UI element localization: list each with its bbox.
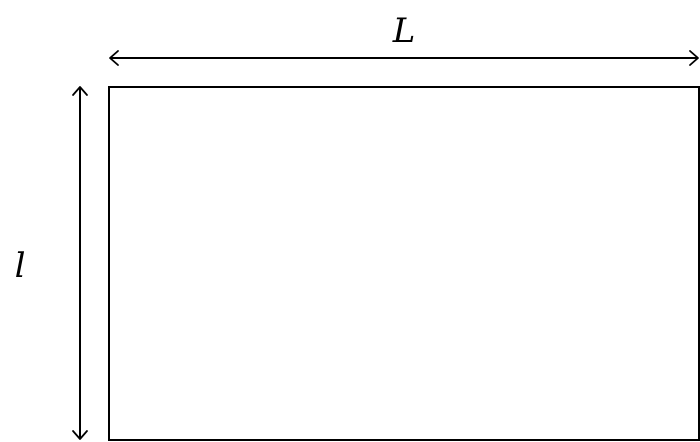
width-arrow-right-head bbox=[689, 50, 699, 66]
height-arrow-top-head bbox=[72, 86, 88, 96]
width-dimension-arrow bbox=[109, 50, 699, 66]
main-rectangle bbox=[108, 86, 700, 441]
width-arrow-left-head bbox=[109, 50, 119, 66]
height-dimension-arrow bbox=[72, 86, 88, 440]
height-label: l bbox=[15, 246, 26, 286]
height-arrow-bottom-head bbox=[72, 430, 88, 440]
width-label: L bbox=[392, 11, 416, 51]
